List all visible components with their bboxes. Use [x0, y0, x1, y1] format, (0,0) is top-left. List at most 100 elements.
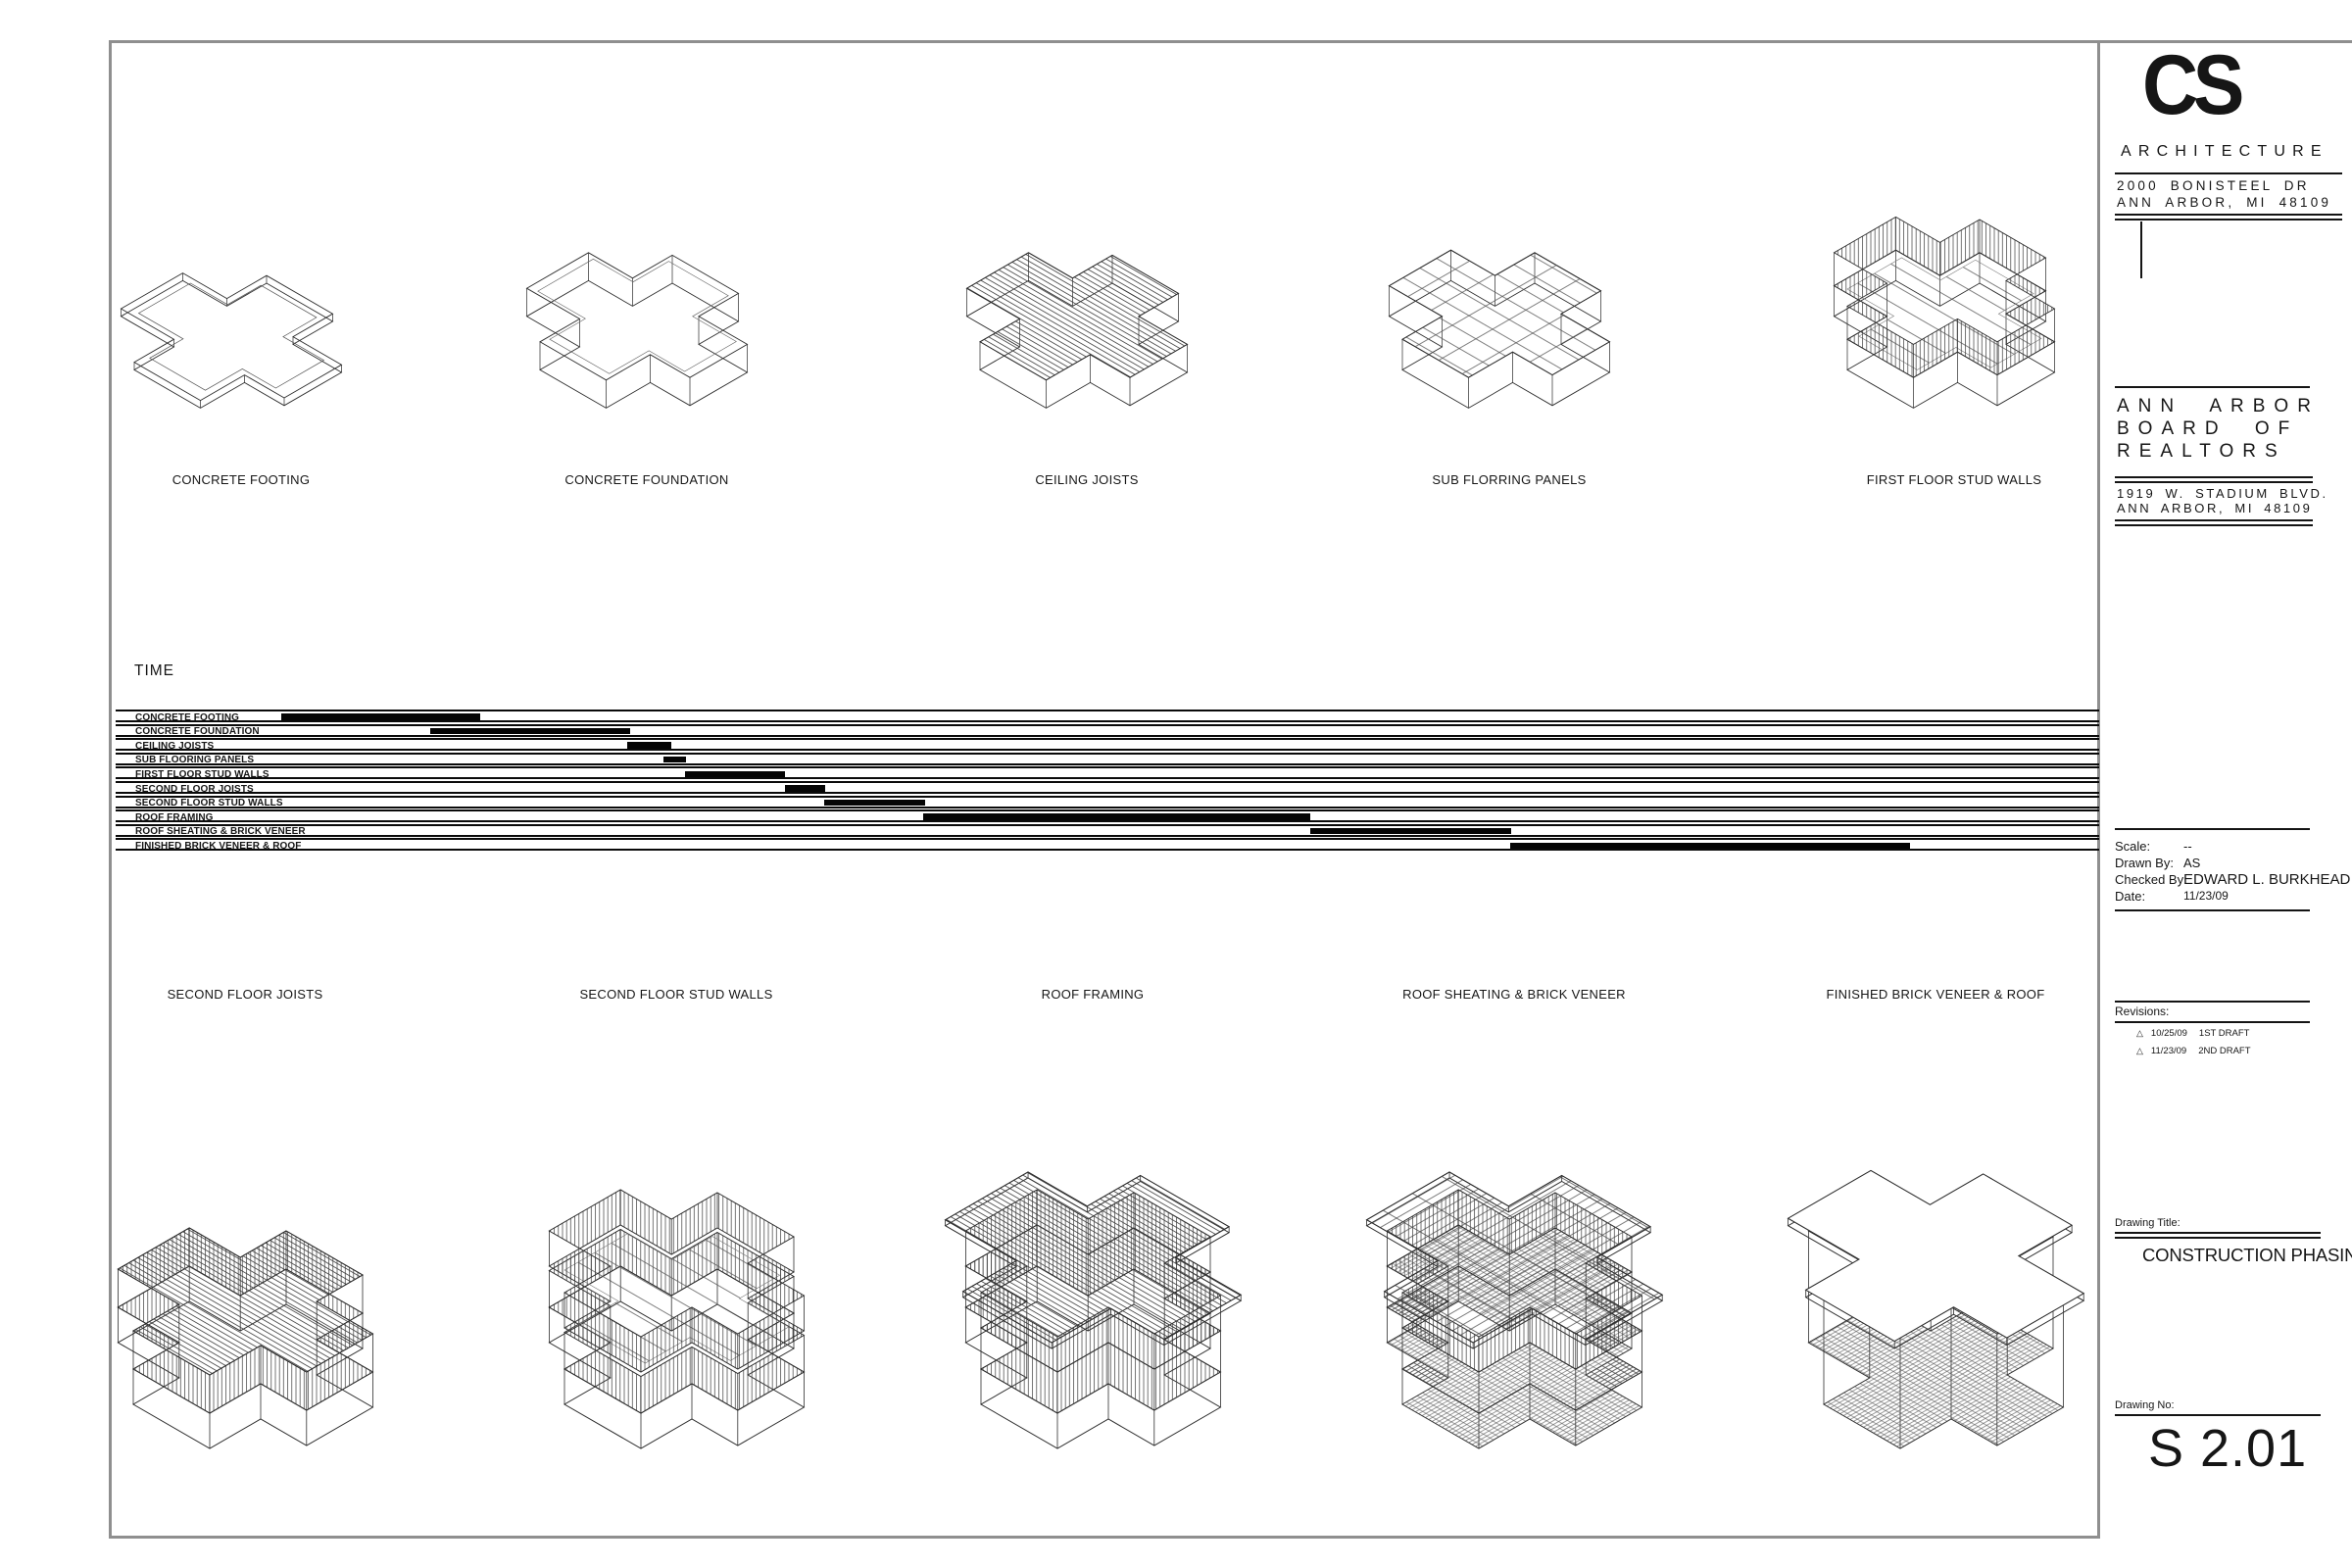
phase-cell-concrete-foundation: CONCRETE FOUNDATION — [431, 118, 862, 510]
revisions-label: Revisions: — [2115, 1004, 2170, 1018]
checked-by-value: EDWARD L. BURKHEAD — [2183, 871, 2351, 888]
phase-label: ROOF FRAMING — [1041, 987, 1145, 1002]
gantt-row-label: CEILING JOISTS — [135, 740, 215, 752]
gantt-row-finished-brick-veneer-roof: FINISHED BRICK VENEER & ROOF — [116, 838, 2099, 852]
date-label: Date: — [2115, 889, 2146, 904]
gantt-bar-roof-framing — [923, 813, 1310, 820]
phase-label: SUB FLORRING PANELS — [1432, 472, 1587, 487]
client-name-line3: REALTORS — [2117, 441, 2286, 462]
gantt-row-roof-framing: ROOF FRAMING — [116, 809, 2099, 823]
phase-label: CONCRETE FOUNDATION — [564, 472, 729, 487]
phase-drawing-second-floor-joists — [117, 1227, 374, 1449]
gantt-bar-finished-brick-veneer-roof — [1510, 842, 1910, 849]
gantt-row-sub-flooring-panels: SUB FLOORING PANELS — [116, 752, 2099, 766]
sheet-border — [109, 40, 2100, 1539]
phase-drawing-sub-florring-panels — [1388, 249, 1611, 409]
gantt-row-label: ROOF FRAMING — [135, 811, 214, 823]
rule — [2115, 524, 2313, 526]
phase-cell-sub-florring-panels: SUB FLORRING PANELS — [1294, 118, 1725, 510]
rule — [2115, 214, 2342, 216]
drawing-title-label: Drawing Title: — [2115, 1217, 2180, 1229]
firm-address-line2: ANN ARBOR, MI 48109 — [2117, 195, 2332, 210]
phase-label: FINISHED BRICK VENEER & ROOF — [1826, 987, 2045, 1002]
checked-by-label: Checked By: — [2115, 872, 2187, 887]
rule — [2115, 519, 2313, 521]
phase-cell-finished-brick-veneer-roof: FINISHED BRICK VENEER & ROOF — [1710, 975, 2161, 1563]
gantt-row-first-floor-stud-walls: FIRST FLOOR STUD WALLS — [116, 766, 2099, 780]
gantt-bar-concrete-footing — [281, 713, 480, 720]
gantt-row-roof-sheating-brick-veneer: ROOF SHEATING & BRICK VENEER — [116, 823, 2099, 838]
revision-date: 10/25/09 — [2150, 1028, 2187, 1039]
scale-label: Scale: — [2115, 839, 2151, 854]
gantt-chart: CONCRETE FOOTING CONCRETE FOUNDATION CEILI… — [116, 710, 2099, 858]
rule — [2115, 386, 2310, 388]
client-address-line2: ANN ARBOR, MI 48109 — [2117, 501, 2313, 515]
phase-cell-first-floor-stud-walls: FIRST FLOOR STUD WALLS — [1739, 118, 2170, 510]
phase-cell-ceiling-joists: CEILING JOISTS — [871, 118, 1302, 510]
revision-row: △ 10/25/09 1ST DRAFT — [2136, 1028, 2249, 1039]
gantt-bar-roof-sheating-brick-veneer — [1310, 827, 1511, 835]
rule — [2115, 828, 2310, 830]
triangle-delta-icon: △ — [2136, 1046, 2143, 1055]
gantt-row-label: FIRST FLOOR STUD WALLS — [135, 768, 270, 780]
triangle-delta-icon: △ — [2136, 1028, 2143, 1038]
gantt-bar-concrete-foundation — [430, 727, 630, 735]
scale-value: -- — [2183, 839, 2192, 854]
rule — [2115, 172, 2342, 174]
rule — [2115, 909, 2310, 911]
phase-label: FIRST FLOOR STUD WALLS — [1866, 472, 2042, 487]
firm-name: ARCHITECTURE — [2121, 143, 2328, 160]
gantt-row-second-floor-joists: SECOND FLOOR JOISTS — [116, 781, 2099, 795]
date-value: 11/23/09 — [2183, 889, 2229, 903]
client-address-line1: 1919 W. STADIUM BLVD. — [2117, 486, 2328, 501]
gantt-row-label: CONCRETE FOOTING — [135, 711, 240, 723]
phase-drawing-ceiling-joists — [965, 252, 1189, 409]
phase-cell-second-floor-joists: SECOND FLOOR JOISTS — [20, 975, 470, 1563]
gantt-bar-second-floor-stud-walls — [824, 799, 925, 807]
gantt-bar-ceiling-joists — [627, 742, 671, 749]
gantt-row-concrete-footing: CONCRETE FOOTING — [116, 710, 2099, 723]
firm-logo: CS — [2142, 38, 2244, 132]
phase-cell-roof-sheating-brick-veneer: ROOF SHEATING & BRICK VENEER — [1289, 975, 1740, 1563]
phase-cell-roof-framing: ROOF FRAMING — [867, 975, 1318, 1563]
revision-date: 11/23/09 — [2150, 1046, 2187, 1056]
phase-label: CONCRETE FOOTING — [172, 472, 311, 487]
rule — [2115, 1021, 2310, 1023]
gantt-row-label: SECOND FLOOR STUD WALLS — [135, 798, 283, 809]
phase-drawing-first-floor-stud-walls — [1833, 216, 2056, 409]
gantt-row-label: ROOF SHEATING & BRICK VENEER — [135, 826, 306, 838]
phase-label: CEILING JOISTS — [1035, 472, 1139, 487]
rule — [2115, 1414, 2321, 1416]
phase-drawing-concrete-footing — [120, 272, 343, 409]
phase-label: SECOND FLOOR STUD WALLS — [579, 987, 773, 1002]
phase-label: ROOF SHEATING & BRICK VENEER — [1402, 987, 1626, 1002]
phase-label: SECOND FLOOR JOISTS — [167, 987, 323, 1002]
gantt-row-label: FINISHED BRICK VENEER & ROOF — [135, 840, 302, 852]
phase-drawing-second-floor-stud-walls — [548, 1189, 806, 1449]
gantt-row-second-floor-stud-walls: SECOND FLOOR STUD WALLS — [116, 795, 2099, 809]
gantt-bar-sub-flooring-panels — [663, 756, 686, 763]
time-axis-label: TIME — [134, 662, 175, 679]
drawing-title: CONSTRUCTION PHASING — [2142, 1245, 2352, 1265]
drawing-number: S 2.01 — [2148, 1419, 2308, 1478]
gantt-bar-second-floor-joists — [785, 785, 825, 792]
gantt-row-label: CONCRETE FOUNDATION — [135, 726, 260, 738]
gantt-row-label: SECOND FLOOR JOISTS — [135, 783, 254, 795]
gantt-row-ceiling-joists: CEILING JOISTS — [116, 738, 2099, 752]
firm-address-line1: 2000 BONISTEEL DR — [2117, 178, 2310, 193]
phase-drawing-finished-brick-veneer-roof — [1787, 1169, 2085, 1449]
revision-note: 1ST DRAFT — [2198, 1028, 2250, 1039]
gantt-row-concrete-foundation: CONCRETE FOUNDATION — [116, 723, 2099, 738]
phase-drawing-concrete-foundation — [525, 252, 749, 409]
rule — [2115, 481, 2313, 483]
drawn-by-label: Drawn By: — [2115, 856, 2174, 870]
phase-cell-concrete-footing: CONCRETE FOOTING — [25, 118, 457, 510]
drawing-number-label: Drawing No: — [2115, 1399, 2175, 1411]
rule — [2115, 1001, 2310, 1003]
client-name-line1: ANN ARBOR — [2117, 396, 2320, 416]
sheet-border-top-extension — [2100, 40, 2352, 43]
gantt-row-label: SUB FLOORING PANELS — [135, 755, 255, 766]
rule — [2115, 1237, 2321, 1239]
rule — [2115, 1232, 2321, 1234]
